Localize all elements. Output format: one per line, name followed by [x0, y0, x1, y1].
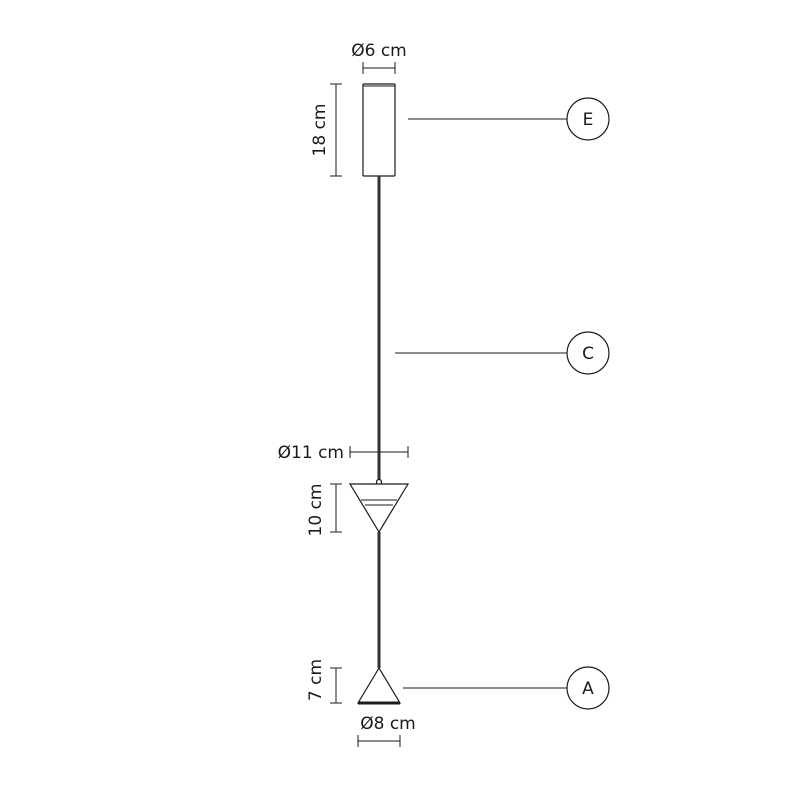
canopy-diameter-dimension: Ø6 cm: [351, 41, 407, 74]
callout-e-label: E: [583, 110, 594, 130]
lower-cone-body: [356, 666, 402, 704]
callout-c: C: [395, 331, 610, 375]
upper-cone-height-dimension: 10 cm: [306, 483, 342, 537]
callout-e: E: [408, 97, 610, 141]
canopy: [362, 83, 396, 177]
upper-cone-height-label: 10 cm: [306, 484, 326, 537]
canopy-height-dimension: 18 cm: [310, 83, 342, 177]
upper-cone-diameter-label: Ø11 cm: [278, 443, 344, 463]
upper-cone: [348, 478, 410, 534]
canopy-height-label: 18 cm: [310, 104, 330, 157]
callout-c-label: C: [582, 344, 594, 364]
lower-cone-height-label: 7 cm: [306, 659, 326, 701]
callout-c-circle: [566, 331, 610, 375]
canopy-body: [362, 83, 396, 177]
canopy-diameter-label: Ø6 cm: [351, 41, 407, 61]
lower-cone-height-dimension: 7 cm: [306, 659, 342, 704]
lower-cone-diameter-dimension: Ø8 cm: [357, 714, 416, 747]
lower-cone-diameter-label: Ø8 cm: [360, 714, 416, 734]
lower-cone: [356, 666, 402, 705]
upper-cone-body: [348, 483, 410, 534]
callout-e-circle: [566, 97, 610, 141]
callout-a: A: [403, 666, 610, 710]
upper-cone-diameter-dimension: Ø11 cm: [278, 443, 409, 463]
callout-a-circle: [566, 666, 610, 710]
callout-a-label: A: [582, 679, 594, 699]
